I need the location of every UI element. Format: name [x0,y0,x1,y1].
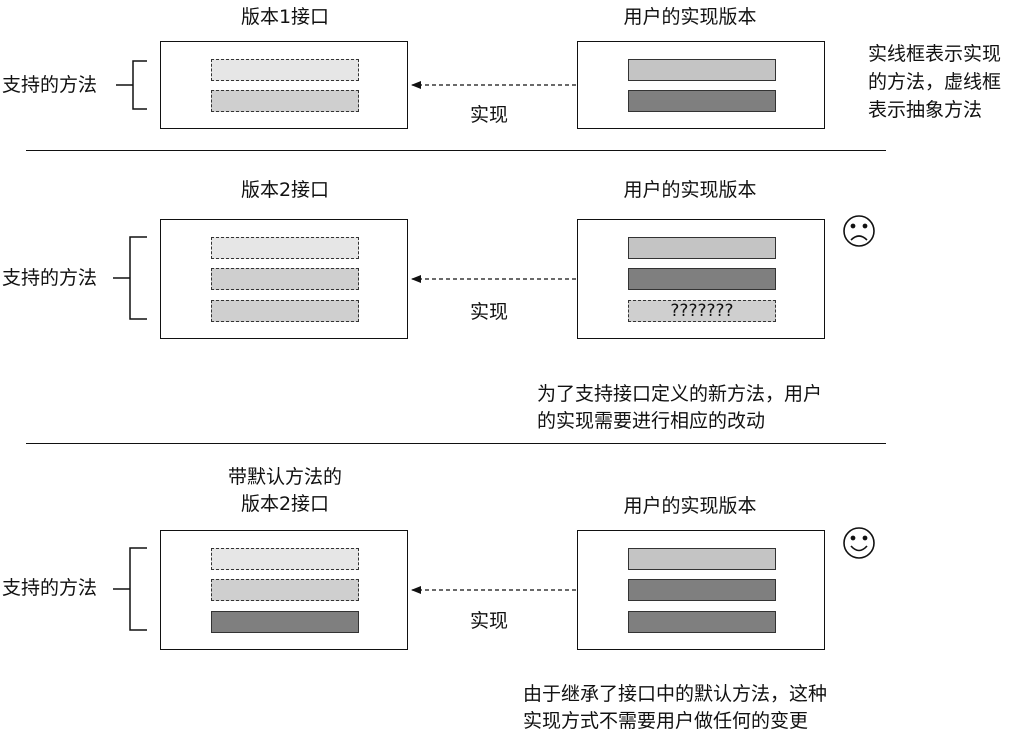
impl-v2-title: 用户的实现版本 [623,179,757,201]
impl-v1-title: 用户的实现版本 [623,6,757,28]
methods-bracket [113,236,147,320]
section-divider [26,443,886,444]
no-change-note: 由于继承了接口中的默认方法，这种 实现方式不需要用户做任何的变更 [523,681,827,735]
legend-note-line: 实线框表示实现 [868,43,1002,65]
no-change-note-line: 实现方式不需要用户做任何的变更 [523,710,809,732]
interface-v2-default-title-line: 版本2接口 [240,493,330,515]
methods-bracket [113,547,147,631]
impl-v1-box [577,41,825,129]
abstract-method-bar [211,59,359,81]
implemented-method-bar [628,237,776,259]
smiling-face-icon [843,527,875,559]
abstract-method-bar [211,579,359,601]
implemented-method-bar [628,579,776,601]
implements-label: 实现 [470,104,509,126]
implements-label: 实现 [470,301,509,323]
interface-v1-title: 版本1接口 [240,6,330,28]
change-required-note-line: 为了支持接口定义的新方法，用户 [537,383,823,405]
implemented-method-bar [628,548,776,570]
default-method-bar [211,611,359,633]
methods-bracket [116,60,147,110]
legend-note-line: 表示抽象方法 [868,99,983,121]
unimplemented-method-bar: ??????? [628,300,776,322]
abstract-method-bar [211,268,359,290]
abstract-method-bar [211,90,359,112]
impl-v3-title: 用户的实现版本 [623,495,757,517]
no-change-note-line: 由于继承了接口中的默认方法，这种 [523,683,828,705]
interface-v2-box [160,219,408,339]
impl-v2-box: ??????? [577,219,825,339]
inherited-default-method-bar [628,611,776,633]
abstract-method-bar [211,548,359,570]
change-required-note-line: 的实现需要进行相应的改动 [537,410,766,432]
methods-label: 支持的方法 [2,577,98,599]
methods-label: 支持的方法 [2,267,98,289]
implemented-method-bar [628,59,776,81]
frowning-face-icon [843,215,875,247]
interface-v2-default-title: 带默认方法的 版本2接口 [185,464,385,518]
change-required-note: 为了支持接口定义的新方法，用户 的实现需要进行相应的改动 [537,381,822,435]
section-divider [26,150,886,151]
abstract-method-bar [211,237,359,259]
new-abstract-method-bar [211,300,359,322]
implemented-method-bar [628,90,776,112]
interface-v2-default-title-line: 带默认方法的 [227,466,342,488]
interface-v2-title: 版本2接口 [240,179,330,201]
implements-label: 实现 [470,610,509,632]
interface-v2-default-box [160,530,408,650]
impl-v3-box [577,530,825,650]
methods-label: 支持的方法 [2,74,98,96]
legend-note: 实线框表示实现 的方法，虚线框 表示抽象方法 [868,40,1001,124]
interface-v1-box [160,41,408,129]
legend-note-line: 的方法，虚线框 [868,71,1002,93]
unknown-method-text: ??????? [670,301,734,321]
implemented-method-bar [628,268,776,290]
